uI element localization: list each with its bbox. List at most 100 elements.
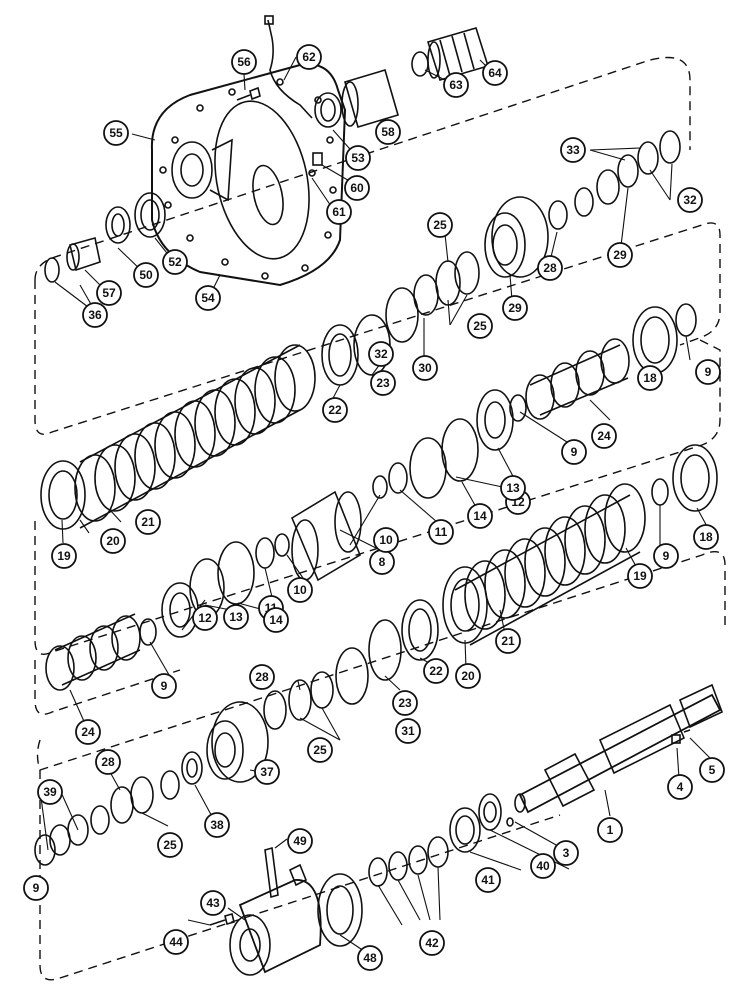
callout-55: 55 — [103, 120, 129, 146]
callout-number: 49 — [293, 834, 307, 848]
upper-right-parts — [476, 303, 697, 451]
callout-24: 24 — [75, 719, 101, 745]
callout-39: 39 — [37, 779, 63, 805]
callout-48: 48 — [357, 945, 383, 971]
callout-number: 21 — [501, 634, 515, 648]
callout-circle — [693, 524, 719, 550]
callout-number: 36 — [88, 308, 102, 322]
callout-50: 50 — [133, 262, 159, 288]
callout-number: 20 — [461, 669, 475, 683]
callout-25: 25 — [467, 313, 493, 339]
callout-37: 37 — [254, 759, 280, 785]
callout-circle — [223, 604, 249, 630]
middle-parts — [139, 418, 479, 646]
callout-circle — [82, 302, 108, 328]
callout-19: 19 — [627, 563, 653, 589]
callout-circle — [95, 749, 121, 775]
callout-circle — [357, 945, 383, 971]
callout-38: 38 — [204, 812, 230, 838]
callout-number: 55 — [109, 126, 123, 140]
callout-number: 23 — [376, 376, 390, 390]
callout-number: 48 — [363, 951, 377, 965]
callout-circle — [157, 832, 183, 858]
callout-number: 14 — [473, 509, 487, 523]
callout-52: 52 — [162, 249, 188, 275]
callout-9: 9 — [653, 543, 679, 569]
callout-circle — [419, 930, 445, 956]
callout-circle — [500, 475, 526, 501]
lower-clutch-pack — [442, 444, 718, 646]
callout-circle — [287, 828, 313, 854]
callout-number: 29 — [508, 301, 522, 315]
callout-number: 52 — [168, 255, 182, 269]
callout-8: 8 — [369, 549, 395, 575]
callout-28: 28 — [249, 664, 275, 690]
callout-13: 13 — [500, 475, 526, 501]
callout-4: 4 — [667, 774, 693, 800]
callout-circle — [23, 875, 49, 901]
callout-number: 23 — [398, 696, 412, 710]
callout-number: 12 — [198, 611, 212, 625]
leader-lines — [39, 56, 711, 954]
callout-circle — [537, 255, 563, 281]
callout-53: 53 — [345, 145, 371, 171]
callout-11: 11 — [428, 519, 454, 545]
callout-49: 49 — [287, 828, 313, 854]
callout-number: 13 — [506, 481, 520, 495]
callout-number: 37 — [260, 765, 274, 779]
callout-number: 11 — [435, 525, 448, 539]
callout-number: 62 — [302, 50, 316, 64]
callout-number: 22 — [429, 664, 443, 678]
callout-number: 4 — [677, 780, 684, 794]
callout-circle — [249, 664, 275, 690]
callout-number: 18 — [643, 371, 657, 385]
callout-number: 41 — [481, 873, 495, 887]
callout-circle — [200, 890, 226, 916]
callout-number: 28 — [255, 670, 269, 684]
callout-62: 62 — [296, 44, 322, 70]
callout-number: 9 — [705, 365, 712, 379]
callout-32: 32 — [677, 187, 703, 213]
callout-circle — [597, 817, 623, 843]
callout-circle — [467, 313, 493, 339]
callout-18: 18 — [637, 365, 663, 391]
callout-number: 25 — [473, 319, 487, 333]
callout-circle — [103, 120, 129, 146]
callout-56: 56 — [231, 49, 257, 75]
group-outlines — [34, 56, 726, 981]
callout-circle — [455, 663, 481, 689]
callout-25: 25 — [427, 212, 453, 238]
callout-25: 25 — [157, 832, 183, 858]
callout-circle — [412, 355, 438, 381]
callout-circle — [162, 249, 188, 275]
callout-number: 44 — [169, 935, 183, 949]
callout-circle — [370, 370, 396, 396]
callout-number: 32 — [374, 347, 388, 361]
lower-rings — [181, 599, 439, 785]
callout-number: 28 — [101, 755, 115, 769]
callout-3: 3 — [553, 840, 579, 866]
callout-circle — [677, 187, 703, 213]
callout-number: 50 — [139, 268, 153, 282]
callout-circle — [591, 423, 617, 449]
callout-10: 10 — [287, 577, 313, 603]
callout-21: 21 — [495, 628, 521, 654]
callout-circle — [475, 867, 501, 893]
callout-number: 25 — [313, 743, 327, 757]
callout-14: 14 — [263, 607, 289, 633]
callout-33: 33 — [560, 137, 586, 163]
callout-circle — [51, 543, 77, 569]
callout-number: 33 — [566, 143, 580, 157]
rear-cover — [209, 846, 363, 976]
callout-63: 63 — [443, 72, 469, 98]
callout-number: 9 — [663, 549, 670, 563]
callout-number: 3 — [563, 846, 570, 860]
callout-circle — [322, 397, 348, 423]
callout-number: 57 — [102, 286, 116, 300]
callout-41: 41 — [475, 867, 501, 893]
callout-number: 60 — [350, 181, 364, 195]
callout-31: 31 — [395, 718, 421, 744]
callout-number: 13 — [229, 610, 243, 624]
callout-circle — [561, 439, 587, 465]
callout-36: 36 — [82, 302, 108, 328]
